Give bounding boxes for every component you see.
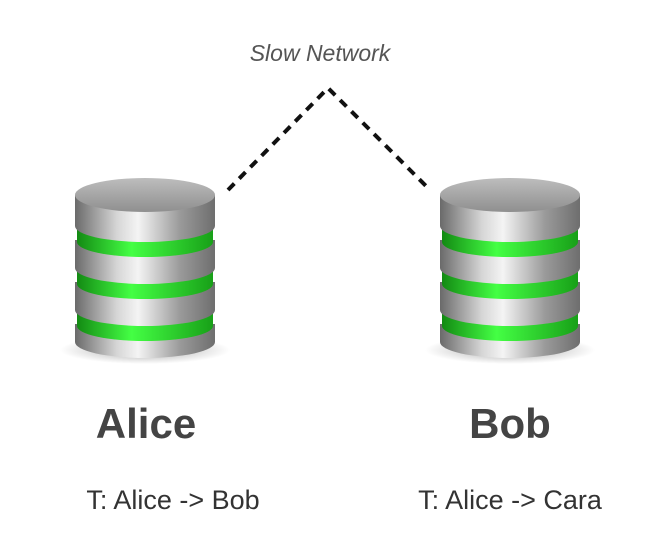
node-name-bob: Bob xyxy=(469,400,551,447)
bob-database-icon xyxy=(425,178,595,364)
slow-network-link xyxy=(226,85,432,192)
node-name-alice: Alice xyxy=(95,400,197,447)
bob-transaction: T: Alice -> Cara xyxy=(418,485,602,515)
network-label: Slow Network xyxy=(249,40,391,66)
alice-database-icon xyxy=(60,178,230,364)
alice-transaction: T: Alice -> Bob xyxy=(86,485,260,515)
